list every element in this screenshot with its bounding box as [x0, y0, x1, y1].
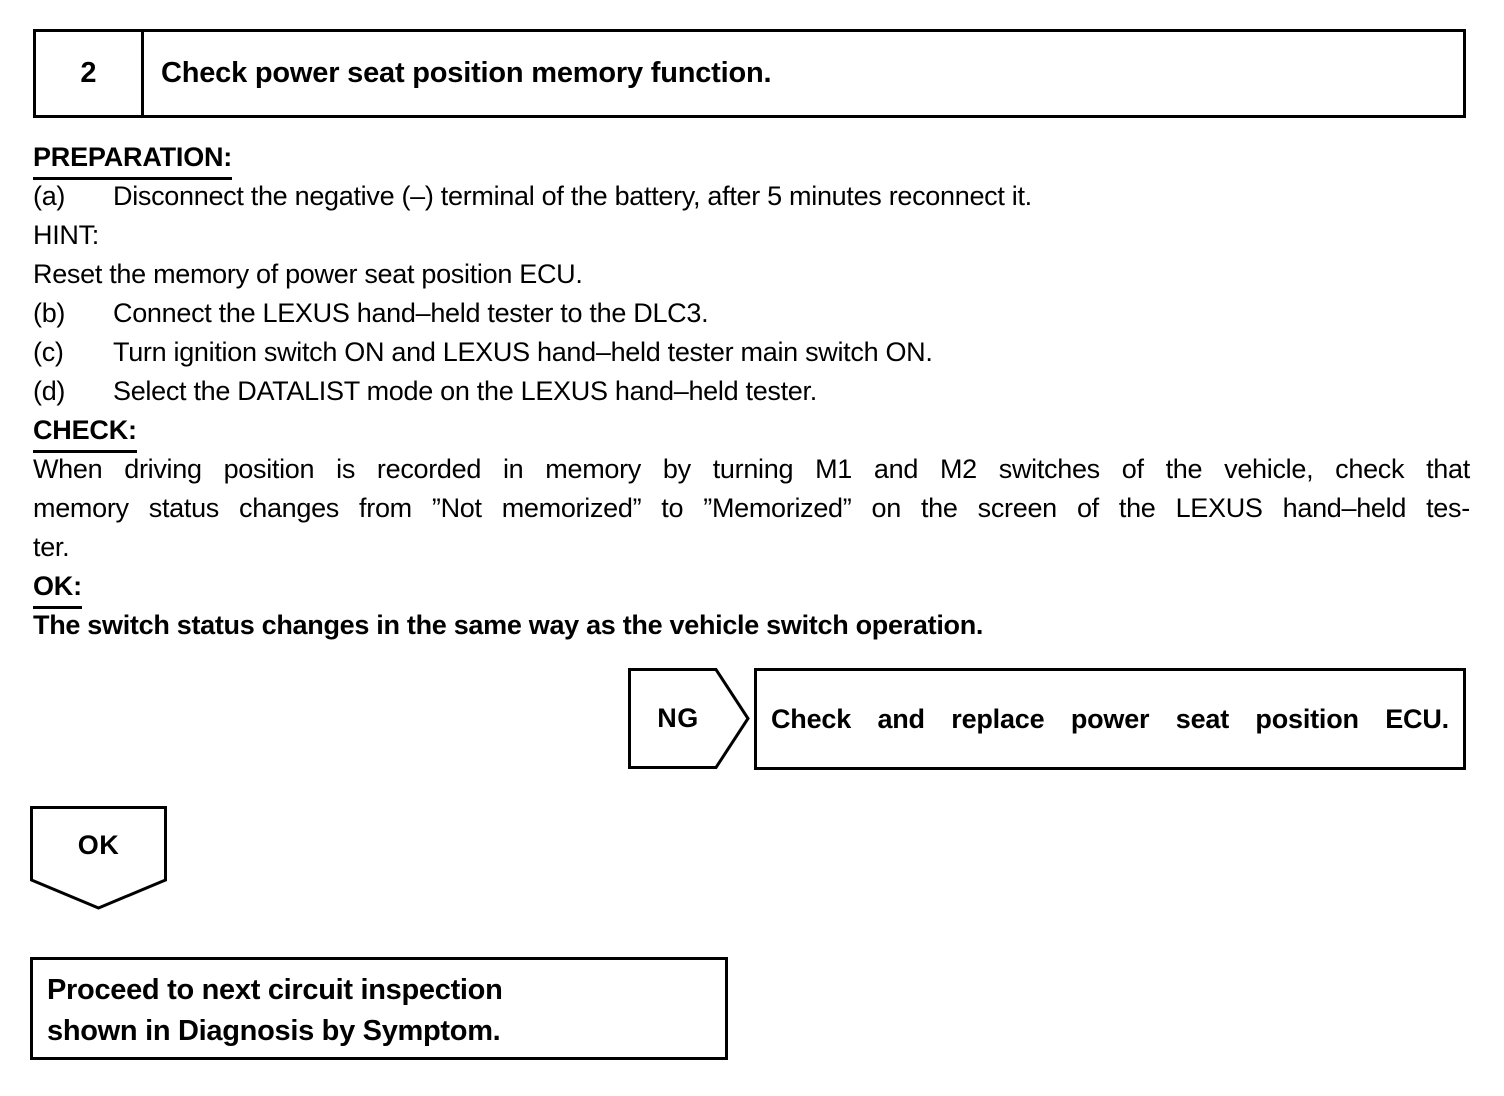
ok-arrow-shape: [30, 806, 167, 910]
ng-result-word: Check: [771, 703, 852, 734]
ng-result-word: power: [1070, 703, 1150, 734]
check-word: When: [33, 454, 103, 484]
item-label-c: (c): [33, 337, 64, 367]
check-word: switches: [998, 454, 1100, 484]
final-line-2: shown in Diagnosis by Symptom.: [47, 1015, 501, 1047]
check-word: vehicle,: [1224, 454, 1314, 484]
check-word: the: [1165, 454, 1203, 484]
item-text-d: Select the DATALIST mode on the LEXUS ha…: [113, 376, 817, 406]
item-label-a: (a): [33, 181, 66, 211]
check-word: to: [661, 493, 684, 523]
item-text-a: Disconnect the negative (–) terminal of …: [113, 181, 1032, 211]
ng-result-text: Check and replace power seat position ECU.: [771, 704, 1449, 735]
ng-result-word: replace: [951, 703, 1045, 734]
check-word: M1: [815, 454, 852, 484]
check-word: hand–held: [1282, 493, 1407, 523]
check-line-2: memory status changes from ”Not memorized” to ”…: [33, 489, 1470, 528]
item-text-c: Turn ignition switch ON and LEXUS hand–h…: [113, 337, 933, 367]
step-number: 2: [80, 57, 97, 89]
check-word: that: [1426, 454, 1470, 484]
check-word: tes-: [1426, 493, 1470, 523]
ng-arrow-shape: [628, 668, 750, 769]
ok-heading: OK:: [33, 567, 82, 609]
ng-result-word: ECU.: [1385, 703, 1449, 734]
procedure-body: PREPARATION: (a) Disconnect the negative …: [33, 138, 1470, 645]
ng-result-word: position: [1255, 703, 1359, 734]
preparation-heading-row: PREPARATION:: [33, 138, 1470, 180]
check-word: the: [920, 493, 958, 523]
ok-heading-row: OK:: [33, 567, 1470, 609]
check-word: ”Not: [431, 493, 482, 523]
check-word: from: [359, 493, 412, 523]
check-word: screen: [977, 493, 1058, 523]
item-label-d: (d): [33, 376, 66, 406]
final-line-1: Proceed to next circuit inspection: [47, 974, 503, 1006]
check-word: recorded: [376, 454, 482, 484]
item-text-b: Connect the LEXUS hand–held tester to th…: [113, 298, 709, 328]
check-word: status: [148, 493, 220, 523]
hint-label: HINT:: [33, 220, 100, 250]
check-word: position: [223, 454, 315, 484]
check-word: memory: [33, 493, 129, 523]
check-word: the: [1118, 493, 1156, 523]
ok-branch-label: OK: [77, 829, 120, 860]
check-word: memorized”: [501, 493, 642, 523]
check-word: and: [873, 454, 919, 484]
check-word: on: [871, 493, 902, 523]
step-number-cell: 2: [36, 32, 144, 115]
final-instruction-box: Proceed to next circuit inspection shown…: [30, 957, 728, 1060]
ng-result-word: and: [877, 703, 925, 734]
hint-text: Reset the memory of power seat position …: [33, 259, 583, 289]
item-label-b: (b): [33, 298, 66, 328]
check-heading: CHECK:: [33, 411, 137, 453]
check-line-3: ter.: [33, 532, 70, 562]
check-heading-row: CHECK:: [33, 411, 1470, 453]
check-word: changes: [239, 493, 340, 523]
check-word: driving: [124, 454, 202, 484]
ng-branch-label: NG: [657, 703, 699, 733]
step-header-box: 2 Check power seat position memory funct…: [33, 29, 1466, 118]
step-title-cell: Check power seat position memory functio…: [144, 32, 1463, 115]
ng-result-box: Check and replace power seat position ECU.: [754, 668, 1466, 770]
check-word: of: [1121, 454, 1144, 484]
ng-result-word: seat: [1175, 703, 1230, 734]
check-word: in: [502, 454, 524, 484]
preparation-item-d: (d) Select the DATALIST mode on the LEXUS…: [33, 372, 1470, 411]
check-word: LEXUS: [1175, 493, 1263, 523]
preparation-item-b: (b) Connect the LEXUS hand–held tester to…: [33, 294, 1470, 333]
preparation-heading: PREPARATION:: [33, 138, 232, 180]
check-word: turning: [712, 454, 794, 484]
check-word: of: [1076, 493, 1099, 523]
check-word: memory: [545, 454, 642, 484]
step-title: Check power seat position memory functio…: [161, 57, 772, 89]
check-word: check: [1335, 454, 1405, 484]
ok-criteria-text: The switch status changes in the same wa…: [33, 610, 984, 640]
check-word: by: [662, 454, 691, 484]
check-word: M2: [939, 454, 977, 484]
check-word: is: [336, 454, 356, 484]
check-word: ”Memorized”: [703, 493, 852, 523]
preparation-item-a: (a) Disconnect the negative (–) terminal …: [33, 177, 1470, 216]
preparation-item-c: (c) Turn ignition switch ON and LEXUS han…: [33, 333, 1470, 372]
